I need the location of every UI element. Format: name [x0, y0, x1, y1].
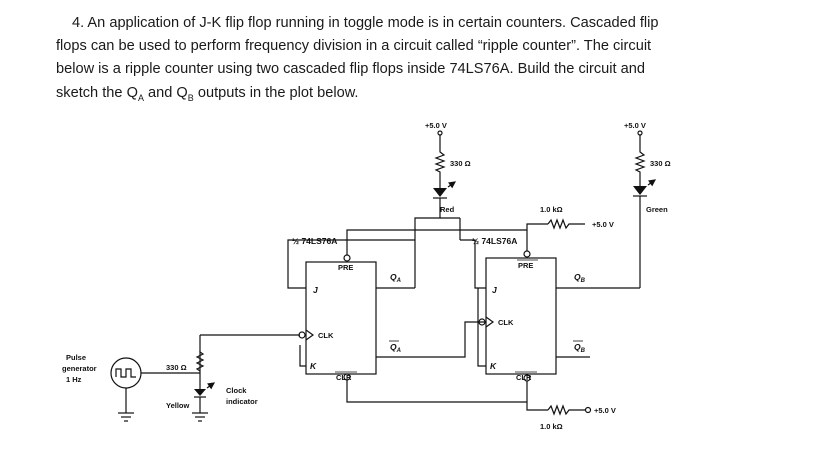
- ff2-qb-label: QB: [574, 272, 586, 284]
- ff1-j-label: J: [313, 285, 318, 295]
- clr-resistor: [547, 404, 585, 416]
- red-resistor-label: 330 Ω: [450, 159, 471, 168]
- ground-symbol: [118, 412, 134, 422]
- ff1-k-label: K: [310, 361, 317, 371]
- question-line-1: 4. An application of J-K flip flop runni…: [72, 15, 659, 31]
- qb-subscript: B: [187, 92, 194, 103]
- pulse-generator-label-1: Pulse: [66, 353, 86, 362]
- ff2-clk-label: CLK: [498, 318, 514, 327]
- vcc-b-label: +5.0 V: [624, 121, 646, 130]
- ff1-title: ½ 74LS76A: [292, 236, 337, 246]
- pulse-generator-label-3: 1 Hz: [66, 375, 82, 384]
- qa-subscript: A: [137, 92, 144, 103]
- question-line-2: flops can be used to perform frequency d…: [56, 38, 652, 55]
- red-led-resistor: [434, 150, 446, 188]
- flip-flop-2: [478, 257, 557, 375]
- ff2-k-label: K: [490, 361, 497, 371]
- question-line-3: below is a ripple counter using two casc…: [56, 61, 645, 78]
- clock-indicator-label-1: Clock: [226, 386, 247, 395]
- green-resistor-label: 330 Ω: [650, 159, 671, 168]
- red-led: [433, 181, 456, 199]
- ff2-qb-bar-label: QB: [574, 342, 586, 354]
- yellow-led-label: Yellow: [166, 401, 190, 410]
- clock-resistor-label: 330 Ω: [166, 363, 187, 372]
- pre-resistor: [547, 218, 585, 230]
- pulse-generator-label-2: generator: [62, 364, 97, 373]
- clr-resistor-label: 1.0 kΩ: [540, 422, 563, 431]
- ff1-qa-label: QA: [390, 272, 401, 284]
- pre-vcc-label: +5.0 V: [592, 220, 614, 229]
- vcc-a-label: +5.0 V: [425, 121, 447, 130]
- red-led-label: Red: [440, 205, 455, 214]
- ff2-pre-label: PRE: [518, 261, 533, 270]
- ff2-j-label: J: [492, 285, 497, 295]
- ff1-clk-label: CLK: [318, 331, 334, 340]
- ff1-pre-label: PRE: [338, 263, 353, 272]
- clr-vcc-label: +5.0 V: [594, 406, 616, 415]
- pulse-generator: [110, 357, 142, 422]
- pre-resistor-label: 1.0 kΩ: [540, 205, 563, 214]
- question-line-4: sketch the QA and QB outputs in the plot…: [56, 84, 359, 103]
- question-text: 4. An application of J-K flip flop runni…: [56, 12, 796, 110]
- ff1-qa-bar-label: QA: [390, 342, 401, 354]
- green-led-label: Green: [646, 205, 668, 214]
- green-led-resistor: [634, 150, 646, 186]
- yellow-led: [194, 382, 215, 398]
- clock-indicator-label-2: indicator: [226, 397, 258, 406]
- flip-flop-1: [298, 261, 377, 375]
- clock-resistor: [195, 350, 205, 373]
- ff2-title: ½ 74LS76A: [472, 236, 517, 246]
- green-led: [633, 179, 656, 197]
